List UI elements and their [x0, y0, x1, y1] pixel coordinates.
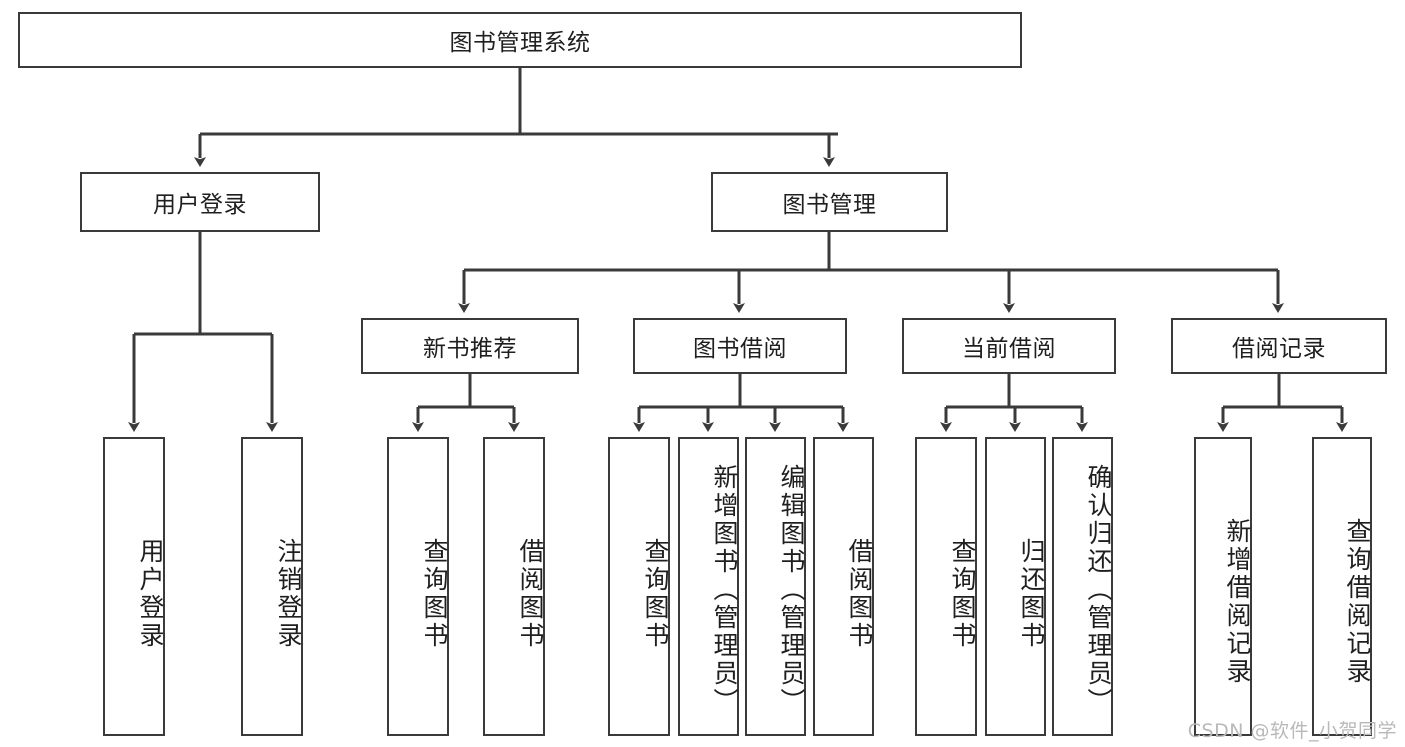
edge-borrowrecord-to-leaves [1217, 374, 1348, 432]
node-root[interactable]: 图书管理系统 [18, 12, 1022, 68]
edge-bookborrow-to-leaves [633, 374, 849, 432]
edge-bookmgmt-to-level3 [458, 232, 1284, 313]
leaf-query-book-3-label: 查询图书 [948, 537, 977, 650]
node-current-borrow[interactable]: 当前借阅 [902, 318, 1116, 374]
node-book-borrow-label: 图书借阅 [693, 336, 787, 362]
leaf-query-book-1-label: 查询图书 [420, 537, 449, 650]
edge-userlogin-to-leaves [128, 232, 278, 432]
node-borrow-record[interactable]: 借阅记录 [1171, 318, 1387, 374]
leaf-borrow-book-2[interactable]: 借阅图书 [813, 437, 874, 736]
node-book-management[interactable]: 图书管理 [711, 172, 948, 232]
leaf-query-book-3[interactable]: 查询图书 [915, 437, 977, 736]
leaf-borrow-book-1[interactable]: 借阅图书 [483, 437, 545, 736]
node-new-book-recommend-label: 新书推荐 [423, 336, 517, 362]
leaf-edit-book-label: 编辑图书（管理员） [777, 463, 806, 716]
leaf-borrow-book-1-label: 借阅图书 [516, 537, 545, 650]
leaf-return-book-label: 归还图书 [1017, 537, 1046, 650]
leaf-add-borrow-record-label: 新增借阅记录 [1223, 517, 1252, 686]
node-book-borrow[interactable]: 图书借阅 [633, 318, 847, 374]
watermark: CSDN @软件_小贺同学 [1187, 720, 1397, 742]
leaf-user-login[interactable]: 用户登录 [103, 437, 165, 736]
edge-currentborrow-to-leaves [940, 374, 1088, 432]
node-user-login-label: 用户登录 [153, 192, 247, 218]
leaf-add-book-label: 新增图书（管理员） [710, 463, 739, 716]
edge-root-to-level2 [194, 68, 838, 167]
leaf-user-login-label: 用户登录 [136, 537, 165, 650]
leaf-logout[interactable]: 注销登录 [241, 437, 303, 736]
node-borrow-record-label: 借阅记录 [1232, 336, 1326, 362]
node-current-borrow-label: 当前借阅 [962, 336, 1056, 362]
leaf-logout-label: 注销登录 [274, 537, 303, 650]
leaf-query-borrow-record-label: 查询借阅记录 [1343, 517, 1372, 686]
leaf-query-book-2[interactable]: 查询图书 [608, 437, 670, 736]
leaf-add-borrow-record[interactable]: 新增借阅记录 [1194, 437, 1252, 736]
leaf-query-book-2-label: 查询图书 [641, 537, 670, 650]
node-new-book-recommend[interactable]: 新书推荐 [361, 318, 579, 374]
leaf-confirm-return[interactable]: 确认归还（管理员） [1052, 437, 1113, 736]
leaf-edit-book[interactable]: 编辑图书（管理员） [745, 437, 806, 736]
leaf-query-book-1[interactable]: 查询图书 [387, 437, 449, 736]
node-user-login[interactable]: 用户登录 [80, 172, 320, 232]
leaf-return-book[interactable]: 归还图书 [985, 437, 1046, 736]
node-root-label: 图书管理系统 [449, 30, 591, 56]
leaf-add-book[interactable]: 新增图书（管理员） [678, 437, 739, 736]
leaf-query-borrow-record[interactable]: 查询借阅记录 [1312, 437, 1372, 736]
leaf-borrow-book-2-label: 借阅图书 [845, 537, 874, 650]
edge-newbook-to-leaves [412, 374, 520, 432]
node-book-management-label: 图书管理 [782, 192, 877, 218]
leaf-confirm-return-label: 确认归还（管理员） [1084, 463, 1113, 716]
